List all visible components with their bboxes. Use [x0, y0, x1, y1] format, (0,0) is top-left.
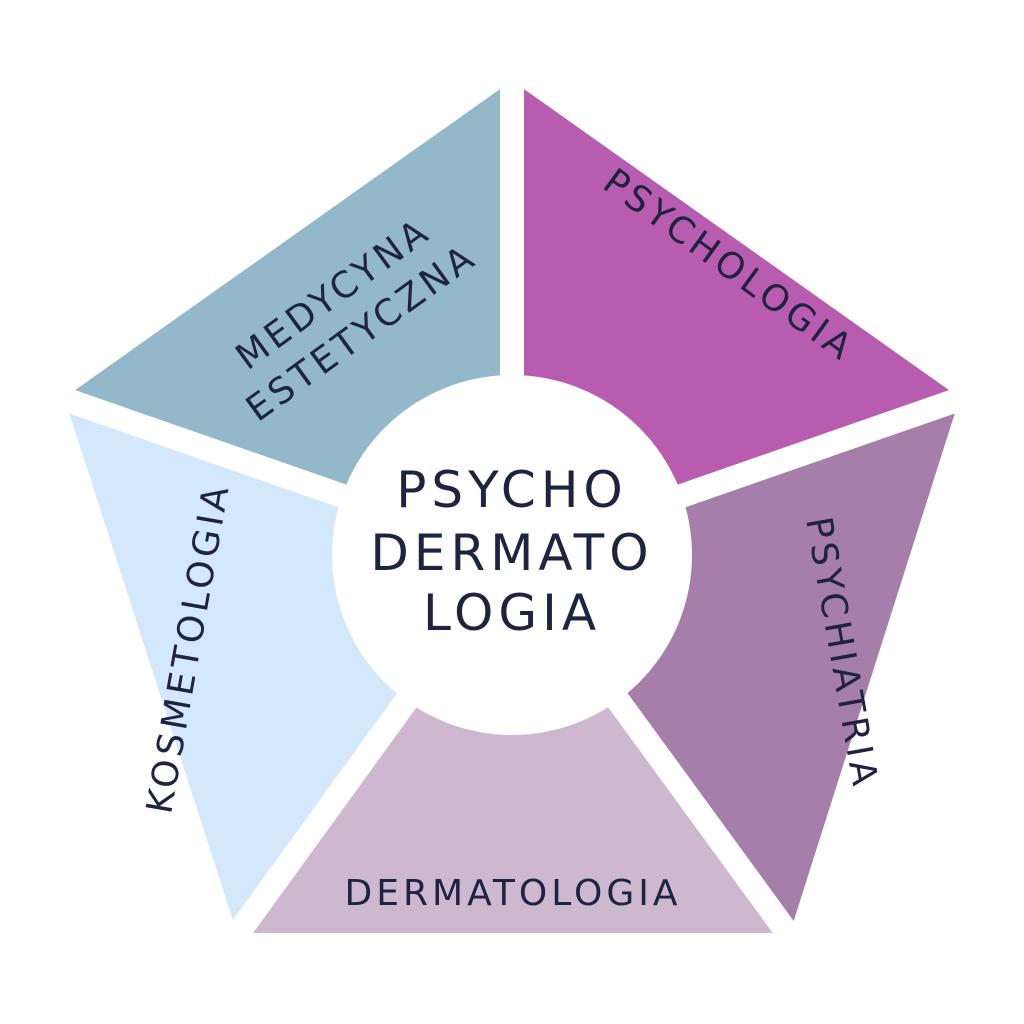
- center-line-3: LOGIA: [423, 584, 601, 642]
- center-circle: [332, 375, 692, 735]
- label-dermatologia: DERMATOLOGIA: [345, 873, 682, 914]
- center-line-2: DERMATO: [370, 524, 653, 582]
- center-line-1: PSYCHO: [396, 461, 628, 519]
